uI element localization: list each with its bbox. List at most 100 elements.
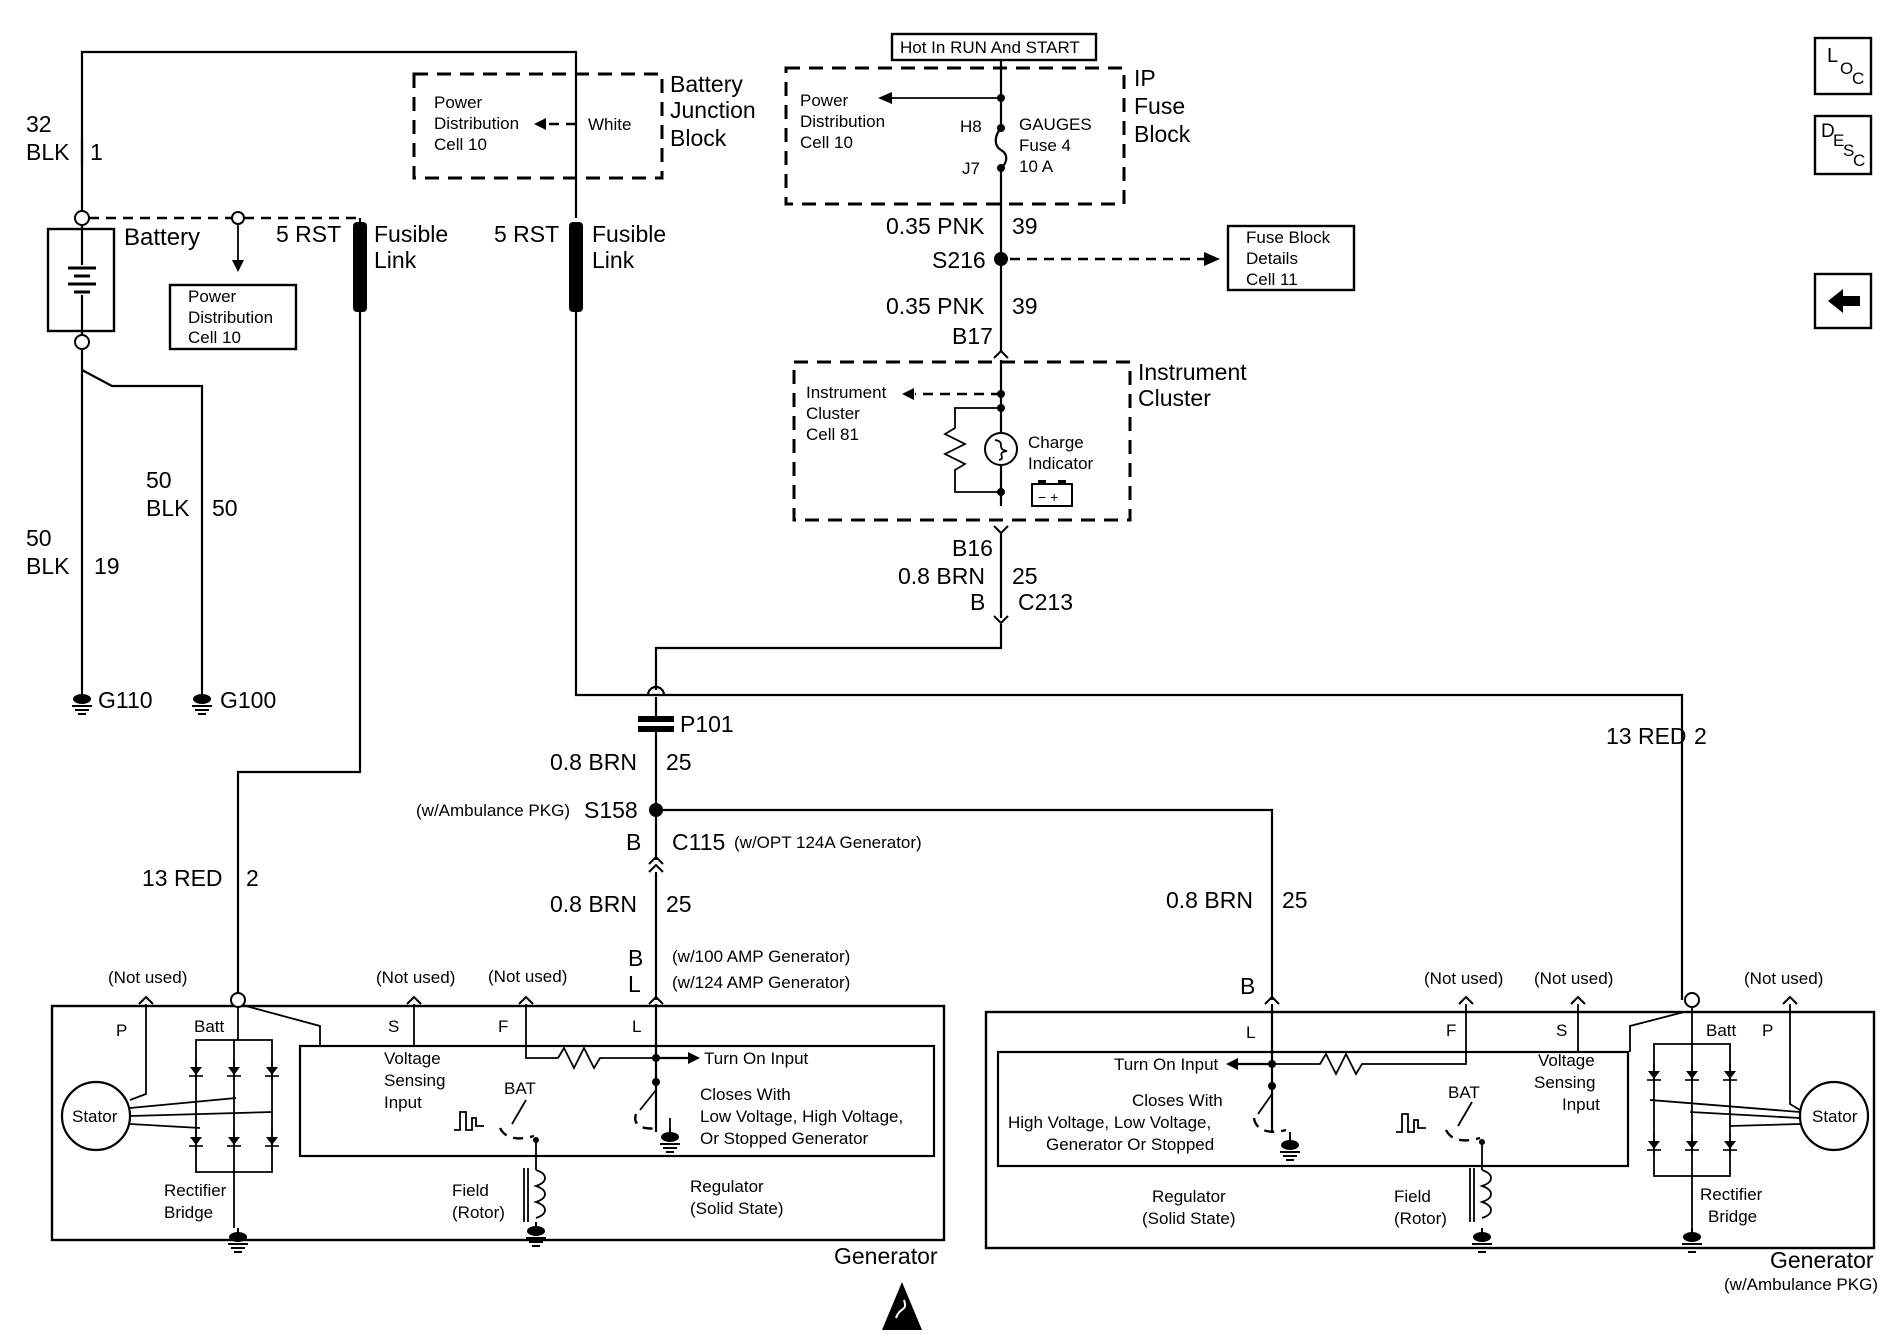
svg-text:BAT: BAT	[504, 1079, 536, 1098]
pin-l-label: L	[628, 971, 641, 997]
wire-brn-b-gauge: 0.8 BRN	[550, 891, 637, 917]
wire-pnk-top-circuit: 39	[1012, 213, 1038, 239]
wire-brn-cluster-gauge: 0.8 BRN	[898, 563, 985, 589]
wire-red-right-circuit: 2	[1694, 723, 1707, 749]
splice-s158-label: S158	[584, 797, 638, 823]
pulse-signal-right-icon	[1396, 1113, 1426, 1133]
s158-note: (w/Ambulance PKG)	[416, 801, 570, 820]
wire-pnk-bottom-circuit: 39	[1012, 293, 1038, 319]
svg-text:Distribution: Distribution	[188, 308, 273, 327]
generator-right-title: Generator	[1770, 1247, 1874, 1273]
svg-text:(Not used): (Not used)	[376, 968, 455, 987]
svg-text:Turn On Input: Turn On Input	[1114, 1055, 1219, 1074]
instrument-cluster: Instrument Cluster Cell 81 − + Charge In…	[792, 360, 1132, 522]
svg-text:Power: Power	[434, 93, 483, 112]
pin-b-right-label: B	[1240, 973, 1255, 999]
rectifier-bridge-left-icon	[188, 1007, 280, 1228]
svg-text:L: L	[632, 1017, 641, 1036]
svg-text:Details: Details	[1246, 249, 1298, 268]
svg-text:(Rotor): (Rotor)	[1394, 1209, 1447, 1228]
ground-g110-label: G110	[98, 687, 153, 713]
back-button[interactable]	[1813, 272, 1873, 330]
wire-red-right-gauge: 13 RED	[1606, 723, 1687, 749]
svg-text:High Voltage, Low Voltage,: High Voltage, Low Voltage,	[1008, 1113, 1211, 1132]
svg-text:(Solid State): (Solid State)	[1142, 1209, 1236, 1228]
wire-red-left-circuit: 2	[246, 865, 259, 891]
svg-text:Instrument: Instrument	[806, 383, 887, 402]
svg-text:P: P	[116, 1021, 127, 1040]
field-rotor-left-icon	[533, 1169, 546, 1219]
ip-fuse-block: Power Distribution Cell 10 H8 J7 GAUGES …	[784, 66, 1126, 206]
svg-text:L: L	[1246, 1023, 1255, 1042]
svg-text:P: P	[1762, 1021, 1773, 1040]
battery-power-distribution-ref: Power Distribution Cell 10	[168, 283, 298, 351]
svg-text:Voltage: Voltage	[1538, 1051, 1595, 1070]
p101-label: P101	[680, 711, 734, 737]
wire-50a-circuit: 50	[212, 495, 238, 521]
svg-text:S: S	[388, 1017, 399, 1036]
fuse-number: Fuse 4	[1019, 136, 1071, 155]
fuse-icon	[994, 127, 1008, 169]
loc-button[interactable]: L O C	[1813, 36, 1873, 96]
desc-s: S	[1843, 141, 1854, 160]
svg-text:Distribution: Distribution	[434, 114, 519, 133]
wire-brn-cluster-circuit: 25	[1012, 563, 1038, 589]
wire-50b-circuit: 19	[94, 553, 120, 579]
svg-text:Cell 10: Cell 10	[434, 135, 487, 154]
svg-text:Cluster: Cluster	[806, 404, 860, 423]
desc-button[interactable]: D E S C	[1813, 114, 1873, 176]
instrument-cluster-title-2: Cluster	[1138, 385, 1211, 411]
wire-50b-color: BLK	[26, 553, 70, 579]
junction-block-title-2: Junction	[670, 97, 756, 123]
svg-text:Cell 10: Cell 10	[188, 328, 241, 347]
loc-l: L	[1827, 45, 1838, 67]
wire-pnk-top-gauge: 0.35 PNK	[886, 213, 985, 239]
svg-text:F: F	[1446, 1021, 1456, 1040]
svg-text:Cell 81: Cell 81	[806, 425, 859, 444]
p101-connector	[638, 716, 674, 732]
wire-32-gauge: 32	[26, 111, 52, 137]
svg-text:Rectifier: Rectifier	[1700, 1185, 1763, 1204]
back-arrow-icon	[1828, 289, 1860, 313]
desc-e: E	[1833, 131, 1844, 150]
wire-32-circuit: 1	[90, 139, 103, 165]
svg-text:F: F	[498, 1017, 508, 1036]
fusible-link-center-label-2: Link	[592, 247, 635, 273]
battery-indicator-icon	[1031, 483, 1073, 507]
generator-right-subtitle: (w/Ambulance PKG)	[1724, 1275, 1878, 1294]
rectifier-bridge-right-icon	[1646, 1007, 1738, 1228]
pin-l-note: (w/124 AMP Generator)	[672, 973, 850, 992]
hot-in-run-start-label: Hot In RUN And START	[890, 32, 1098, 62]
pulse-signal-left-icon	[454, 1111, 484, 1131]
conn-b17-label: B17	[952, 323, 993, 349]
battery-label: Battery	[124, 224, 200, 251]
svg-text:Power: Power	[188, 287, 237, 306]
svg-text:Sensing: Sensing	[1534, 1073, 1595, 1092]
fuse-block-details-ref: Fuse Block Details Cell 11	[1226, 224, 1356, 292]
svg-text:S: S	[1556, 1021, 1567, 1040]
c213-label: C213	[1018, 589, 1073, 615]
svg-text:Batt: Batt	[194, 1017, 225, 1036]
wire-50b-gauge: 50	[26, 525, 52, 551]
svg-text:Batt: Batt	[1706, 1021, 1737, 1040]
instrument-cluster-title-1: Instrument	[1138, 359, 1247, 385]
wire-red-left-gauge: 13 RED	[142, 865, 223, 891]
wire-50a-color: BLK	[146, 495, 190, 521]
svg-text:Regulator: Regulator	[1152, 1187, 1226, 1206]
splice-s216-label: S216	[932, 247, 986, 273]
c115-pin: B	[626, 829, 641, 855]
fusible-link-center	[569, 222, 1684, 1000]
loc-c: C	[1852, 69, 1864, 88]
field-rotor-right-icon	[1479, 1169, 1492, 1219]
fusible-link-left-wire: 5 RST	[276, 221, 341, 247]
svg-text:(Not used): (Not used)	[1744, 969, 1823, 988]
svg-text:Voltage: Voltage	[384, 1049, 441, 1068]
svg-text:Bridge: Bridge	[1708, 1207, 1757, 1226]
svg-text:(Not used): (Not used)	[1424, 969, 1503, 988]
svg-text:Input: Input	[384, 1093, 422, 1112]
battery	[46, 210, 116, 350]
wire-32-color: BLK	[26, 139, 70, 165]
svg-text:Charge: Charge	[1028, 433, 1084, 452]
ground-g100-icon	[191, 689, 213, 715]
svg-text:Stator: Stator	[1812, 1107, 1858, 1126]
